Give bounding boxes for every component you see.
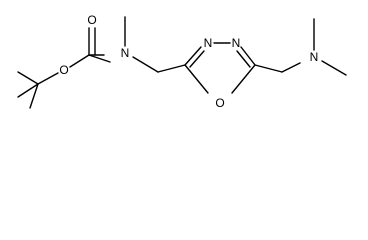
bond xyxy=(236,50,251,68)
molecule-diagram: O O N N N O N xyxy=(17,13,347,110)
bond xyxy=(254,64,283,73)
bond xyxy=(184,46,202,66)
bond xyxy=(184,64,209,94)
bond xyxy=(281,62,301,73)
atom-label: N xyxy=(204,36,213,50)
bond xyxy=(240,46,256,66)
bond xyxy=(132,56,159,73)
structure-svg: O O N N N O N xyxy=(17,13,347,110)
bond xyxy=(37,72,59,85)
bond xyxy=(189,50,205,68)
atom-label: N xyxy=(121,46,130,60)
atom-label: N xyxy=(232,36,241,50)
bond xyxy=(17,71,39,85)
bond xyxy=(69,54,90,68)
bond xyxy=(29,83,39,109)
atom-label: O xyxy=(59,63,68,77)
atom-label: O xyxy=(215,96,224,110)
bond xyxy=(157,64,186,73)
atom-label: N xyxy=(310,50,319,64)
bond xyxy=(231,64,256,94)
bond xyxy=(321,60,347,76)
bond xyxy=(17,83,39,98)
atom-label: O xyxy=(87,13,96,27)
bond xyxy=(88,54,111,63)
